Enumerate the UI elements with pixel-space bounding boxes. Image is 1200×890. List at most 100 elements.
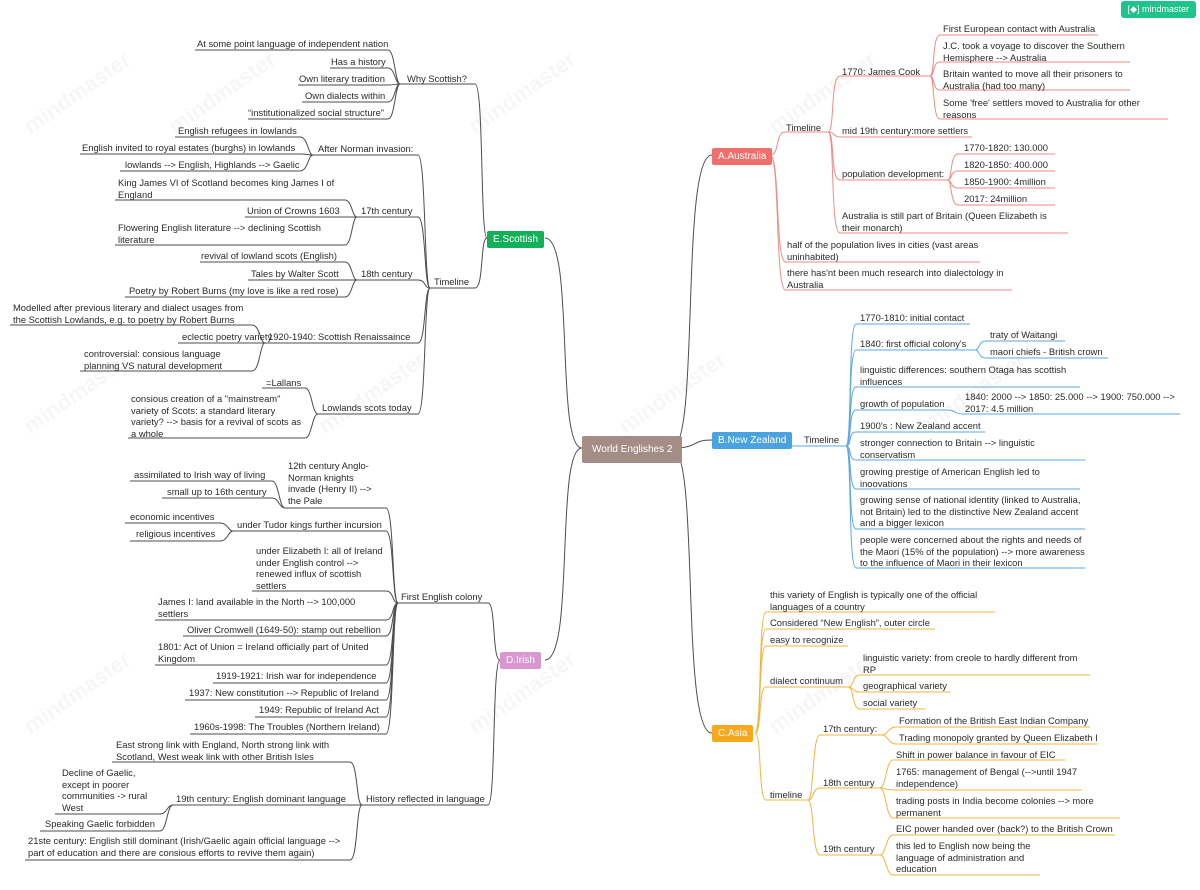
topic-cook-item[interactable]: Britain wanted to move all their prisone… bbox=[943, 68, 1123, 91]
topic-scottish-17th-item[interactable]: King James VI of Scotland becomes king J… bbox=[118, 177, 335, 200]
topic-scottish-18th-century[interactable]: 18th century bbox=[361, 268, 413, 279]
topic-irish-item[interactable]: 1937: New constitution --> Republic of I… bbox=[189, 687, 379, 698]
topic-nz-item[interactable]: growing sense of national identity (link… bbox=[860, 494, 1081, 528]
topic-nz-item[interactable]: stronger connection to Britain --> lingu… bbox=[860, 437, 1035, 460]
branch-australia[interactable]: A.Australia bbox=[712, 148, 773, 165]
mindmaster-logo[interactable]: [◆] mindmaster bbox=[1120, 1, 1196, 18]
topic-irish-19th-item[interactable]: Decline of Gaelic, except in poorer comm… bbox=[62, 767, 148, 813]
topic-dialect-item[interactable]: linguistic variety: from creole to hardl… bbox=[863, 652, 1078, 675]
central-topic[interactable]: World Englishes 2 bbox=[582, 436, 683, 463]
topic-cook-item[interactable]: Some 'free' settlers moved to Australia … bbox=[943, 97, 1140, 120]
topic-why-item[interactable]: Own dialects within bbox=[305, 90, 386, 101]
topic-norman-item[interactable]: lowlands --> English, Highlands --> Gael… bbox=[125, 159, 300, 170]
topic-after-norman-invasion[interactable]: After Norman invasion: bbox=[318, 143, 414, 154]
topic-nz-colony-item[interactable]: maori chiefs - British crown bbox=[990, 346, 1103, 357]
topic-lowlands-scots-today[interactable]: Lowlands scots today bbox=[322, 402, 412, 413]
topic-why-item[interactable]: Has a history bbox=[331, 56, 386, 67]
topic-dialect-continuum[interactable]: dialect continuum bbox=[770, 675, 843, 686]
topic-nz-item[interactable]: 1900's : New Zealand accent bbox=[860, 420, 981, 431]
topic-nz-item[interactable]: people were concerned about the rights a… bbox=[860, 534, 1085, 568]
topic-asia-item[interactable]: easy to recognize bbox=[770, 634, 844, 645]
topic-asia-19th-century[interactable]: 19th century bbox=[823, 843, 875, 854]
topic-nz-item[interactable]: growing prestige of American English led… bbox=[860, 466, 1040, 489]
topic-norman-item[interactable]: English refugees in lowlands bbox=[178, 125, 297, 136]
topic-james-cook[interactable]: 1770: James Cook bbox=[842, 66, 921, 77]
topic-asia-19th-item[interactable]: EIC power handed over (back?) to the Bri… bbox=[896, 823, 1113, 834]
branch-asia[interactable]: C.Asia bbox=[712, 725, 754, 742]
topic-australia-cities[interactable]: half of the population lives in cities (… bbox=[787, 239, 979, 262]
topic-asia-item[interactable]: Considered “New English”, outer circle bbox=[770, 617, 930, 628]
topic-scottish-renaissance[interactable]: 1920-1940: Scottish Renaissaince bbox=[268, 331, 411, 342]
topic-why-item[interactable]: Own literary tradition bbox=[299, 73, 385, 84]
topic-scottish-18th-item[interactable]: Poetry by Robert Burns (my love is like … bbox=[129, 285, 339, 296]
topic-asia-17th-item[interactable]: Trading monopoly granted by Queen Elizab… bbox=[899, 732, 1098, 743]
topic-nz-timeline[interactable]: Timeline bbox=[804, 434, 840, 445]
topic-dialect-item[interactable]: social variety bbox=[863, 697, 918, 708]
topic-asia-18th-item[interactable]: 1765: management of Bengal (-->until 194… bbox=[896, 766, 1078, 789]
topic-irish-item[interactable]: under Elizabeth I: all of Ireland under … bbox=[256, 545, 383, 591]
topic-population-item[interactable]: 2017: 24million bbox=[964, 193, 1028, 204]
topic-norman-item[interactable]: English invited to royal estates (burghs… bbox=[82, 142, 296, 153]
branch-new-zealand[interactable]: B.New Zealand bbox=[712, 432, 793, 449]
topic-tudor-kings[interactable]: under Tudor kings further incursion bbox=[237, 519, 382, 530]
topic-why-item[interactable]: “institutionalized social structure” bbox=[248, 107, 384, 118]
topic-asia-17th-item[interactable]: Formation of the British East Indian Com… bbox=[899, 715, 1089, 726]
topic-australia-monarch[interactable]: Australia is still part of Britain (Quee… bbox=[842, 210, 1047, 233]
topic-dialect-item[interactable]: geographical variety bbox=[863, 680, 947, 691]
branch-irish[interactable]: D.Irish bbox=[500, 652, 541, 669]
topic-irish-item[interactable]: 1960s-1998: The Troubles (Northern Irela… bbox=[194, 721, 380, 732]
topic-irish-item[interactable]: Oliver Cromwell (1649-50): stamp out reb… bbox=[187, 624, 381, 635]
topic-scottish-18th-item[interactable]: revival of lowland scots (English) bbox=[201, 250, 337, 261]
topic-renaissance-item[interactable]: controversial: consious language plannin… bbox=[84, 348, 223, 371]
topic-irish-19th-century[interactable]: 19th century: English dominant language bbox=[176, 793, 346, 804]
topic-asia-17th-century[interactable]: 17th century: bbox=[823, 723, 878, 734]
topic-asia-timeline[interactable]: timeline bbox=[770, 789, 803, 800]
topic-asia-18th-item[interactable]: Shift in power balance in favour of EIC bbox=[896, 749, 1056, 760]
topic-lowlands-item[interactable]: =Lallans bbox=[266, 377, 302, 388]
topic-knights-item[interactable]: small up to 16th century bbox=[167, 486, 267, 497]
topic-why-scottish[interactable]: Why Scottish? bbox=[407, 73, 467, 84]
topic-scottish-17th-century[interactable]: 17th century bbox=[361, 205, 413, 216]
topic-first-english-colony[interactable]: First English colony bbox=[401, 591, 483, 602]
topic-knights-item[interactable]: assimilated to Irish way of living bbox=[134, 469, 266, 480]
topic-scottish-timeline[interactable]: Timeline bbox=[434, 276, 470, 287]
topic-population-item[interactable]: 1770-1820: 130.000 bbox=[964, 142, 1048, 153]
topic-nz-item[interactable]: 1770-1810: initial contact bbox=[860, 312, 965, 323]
topic-irish-19th-item[interactable]: Speaking Gaelic forbidden bbox=[45, 818, 155, 829]
topic-cook-item[interactable]: First European contact with Australia bbox=[943, 23, 1096, 34]
branch-scottish[interactable]: E.Scottish bbox=[487, 231, 545, 248]
topic-asia-18th-century[interactable]: 18th century bbox=[823, 777, 875, 788]
topic-scottish-17th-item[interactable]: Union of Crowns 1603 bbox=[247, 205, 340, 216]
topic-population-development[interactable]: population development: bbox=[842, 168, 945, 179]
topic-nz-item[interactable]: 1840: first official colony's bbox=[860, 338, 967, 349]
topic-irish-item[interactable]: James I: land available in the North -->… bbox=[158, 596, 356, 619]
topic-nz-colony-item[interactable]: traty of Waitangi bbox=[990, 329, 1058, 340]
topic-anglo-norman-knights[interactable]: 12th century Anglo-Norman knights invade… bbox=[288, 460, 372, 506]
topic-irish-item[interactable]: 1919-1921: Irish war for independence bbox=[216, 670, 377, 681]
topic-irish-item[interactable]: 1801: Act of Union = Ireland officially … bbox=[158, 641, 369, 664]
topic-australia-timeline[interactable]: Timeline bbox=[786, 122, 822, 133]
topic-nz-item[interactable]: linguistic differences: southern Otaga h… bbox=[860, 364, 1067, 387]
topic-east-north-west-links[interactable]: East strong link with England, North str… bbox=[116, 739, 330, 762]
topic-mid-19th-century[interactable]: mid 19th century:more settlers bbox=[842, 125, 969, 136]
topic-nz-growth-value[interactable]: 1840: 2000 --> 1850: 25.000 --> 1900: 75… bbox=[965, 391, 1175, 414]
topic-history-reflected[interactable]: History reflected in language bbox=[366, 793, 485, 804]
topic-scottish-18th-item[interactable]: Tales by Walter Scott bbox=[251, 268, 339, 279]
topic-tudor-item[interactable]: religious incentives bbox=[136, 528, 216, 539]
topic-renaissance-item[interactable]: Modelled after previous literary and dia… bbox=[13, 302, 244, 325]
topic-irish-item[interactable]: 1949: Republic of Ireland Act bbox=[259, 704, 379, 715]
topic-population-item[interactable]: 1820-1850: 400.000 bbox=[964, 159, 1048, 170]
topic-renaissance-item[interactable]: eclectic poetry variety bbox=[182, 331, 273, 342]
topic-irish-21st-century[interactable]: 21ste century: English still dominant (I… bbox=[28, 835, 341, 858]
topic-why-item[interactable]: At some point language of independent na… bbox=[197, 38, 389, 49]
topic-asia-18th-item[interactable]: trading posts in India become colonies -… bbox=[896, 795, 1094, 818]
topic-asia-item[interactable]: this variety of English is typically one… bbox=[770, 589, 978, 612]
topic-tudor-item[interactable]: economic incentives bbox=[130, 511, 215, 522]
topic-asia-19th-item[interactable]: this led to English now being the langua… bbox=[896, 840, 1031, 874]
topic-nz-item[interactable]: growth of population bbox=[860, 398, 945, 409]
topic-lowlands-item[interactable]: consious creation of a "mainstream" vari… bbox=[131, 393, 302, 439]
topic-scottish-17th-item[interactable]: Flowering English literature --> declini… bbox=[118, 222, 321, 245]
topic-australia-research[interactable]: there has'nt been much research into dia… bbox=[787, 267, 1004, 290]
topic-population-item[interactable]: 1850-1900: 4million bbox=[964, 176, 1046, 187]
topic-cook-item[interactable]: J.C. took a voyage to discover the South… bbox=[943, 40, 1125, 63]
